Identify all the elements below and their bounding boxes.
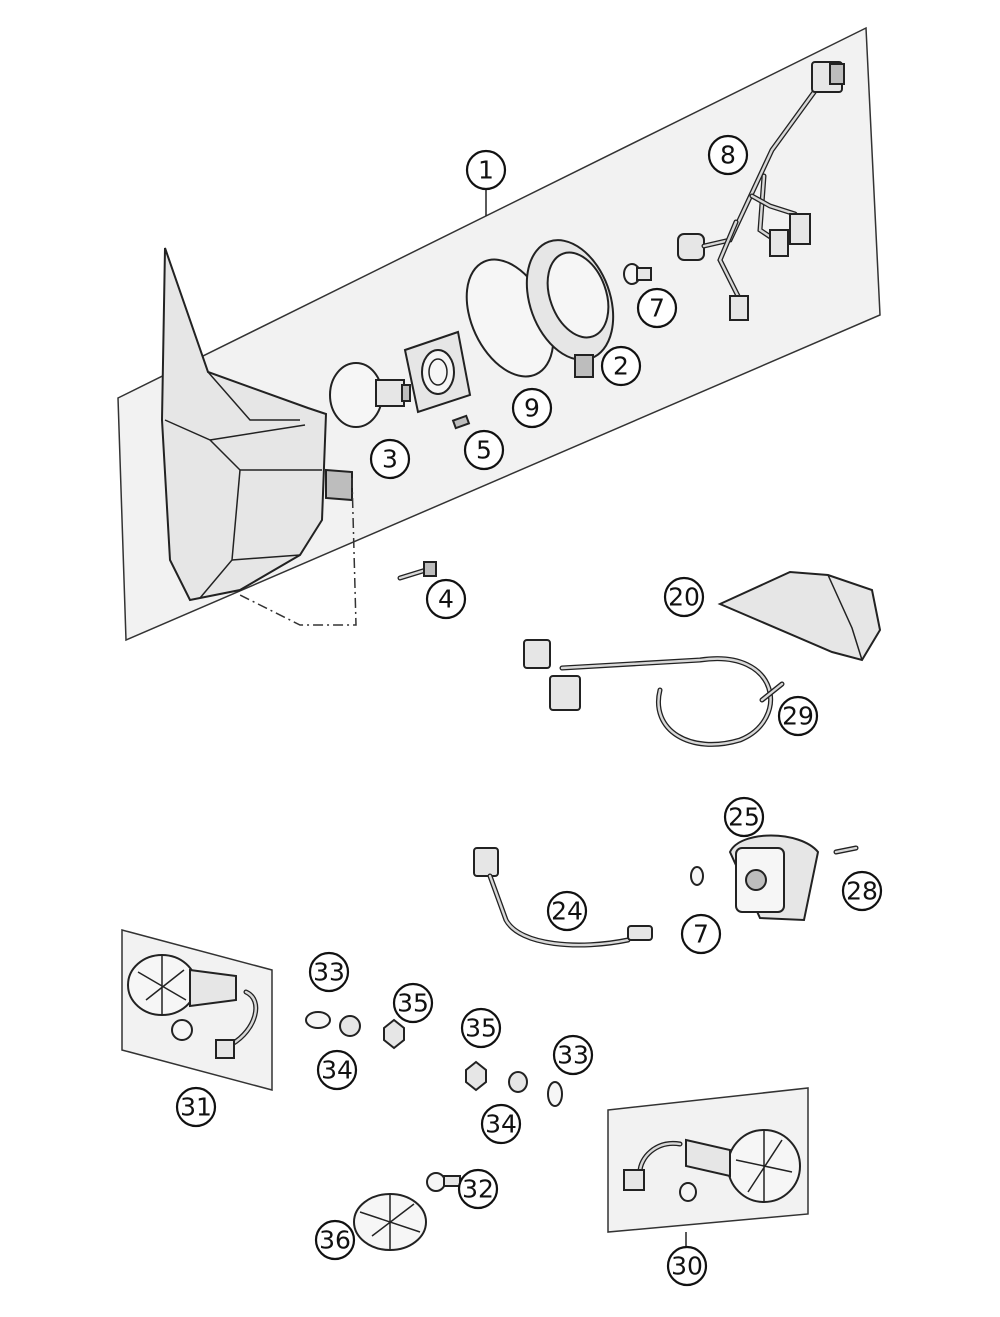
headlight-screw bbox=[397, 561, 437, 581]
callout-8: 8 bbox=[707, 134, 749, 176]
reflector-housing bbox=[525, 239, 615, 378]
callout-7: 7 bbox=[636, 287, 678, 329]
svg-text:20: 20 bbox=[668, 583, 700, 612]
svg-text:36: 36 bbox=[319, 1226, 351, 1255]
svg-text:31: 31 bbox=[180, 1093, 212, 1122]
callout-3: 3 bbox=[369, 438, 411, 480]
callout-30: 30 bbox=[666, 1245, 708, 1287]
lock-washer bbox=[508, 1071, 528, 1093]
svg-text:3: 3 bbox=[382, 445, 398, 474]
tail-light-screw bbox=[833, 845, 859, 855]
svg-text:32: 32 bbox=[462, 1175, 494, 1204]
svg-text:5: 5 bbox=[476, 436, 492, 465]
svg-text:9: 9 bbox=[524, 394, 540, 423]
callout-36: 36 bbox=[314, 1219, 356, 1261]
svg-text:8: 8 bbox=[720, 141, 736, 170]
turn-signal-bulb bbox=[426, 1172, 461, 1192]
number-plate-screw bbox=[759, 681, 785, 703]
svg-text:33: 33 bbox=[557, 1041, 589, 1070]
callout-4: 4 bbox=[425, 578, 467, 620]
callout-29: 29 bbox=[777, 695, 819, 737]
washer bbox=[305, 1011, 331, 1029]
bulb-holder bbox=[403, 330, 472, 414]
headlight-bulb bbox=[329, 362, 411, 428]
svg-text:29: 29 bbox=[782, 702, 814, 731]
clip bbox=[451, 414, 471, 430]
svg-text:35: 35 bbox=[397, 989, 429, 1018]
svg-text:7: 7 bbox=[693, 920, 709, 949]
callout-34-left: 34 bbox=[316, 1049, 358, 1091]
callout-31: 31 bbox=[175, 1086, 217, 1128]
svg-text:7: 7 bbox=[649, 294, 665, 323]
mounting-guide-line bbox=[239, 477, 357, 626]
left-turn-signal bbox=[127, 954, 259, 1059]
svg-text:34: 34 bbox=[321, 1056, 353, 1085]
svg-text:34: 34 bbox=[485, 1110, 517, 1139]
svg-text:4: 4 bbox=[438, 585, 454, 614]
callout-9: 9 bbox=[511, 387, 553, 429]
headlight-wiring-harness bbox=[677, 61, 845, 321]
svg-text:25: 25 bbox=[728, 803, 760, 832]
callout-28: 28 bbox=[841, 870, 883, 912]
callout-24: 24 bbox=[546, 890, 588, 932]
tail-light-cable bbox=[473, 847, 653, 948]
svg-text:35: 35 bbox=[465, 1014, 497, 1043]
lock-washer bbox=[339, 1015, 361, 1037]
svg-text:33: 33 bbox=[313, 958, 345, 987]
washer bbox=[547, 1081, 563, 1107]
callout-25: 25 bbox=[723, 796, 765, 838]
callout-20: 20 bbox=[663, 576, 705, 618]
nut bbox=[383, 1018, 405, 1050]
svg-text:28: 28 bbox=[846, 877, 878, 906]
svg-text:2: 2 bbox=[613, 352, 629, 381]
callout-1: 1 bbox=[465, 149, 507, 191]
callout-2: 2 bbox=[600, 345, 642, 387]
svg-text:1: 1 bbox=[478, 156, 494, 185]
right-turn-signal bbox=[623, 1129, 801, 1203]
headlight-mask bbox=[160, 247, 353, 602]
svg-text:30: 30 bbox=[671, 1252, 703, 1281]
callout-34-right: 34 bbox=[480, 1103, 522, 1145]
callout-5: 5 bbox=[463, 429, 505, 471]
svg-text:24: 24 bbox=[551, 897, 583, 926]
front-number-plate bbox=[717, 570, 882, 662]
nut bbox=[465, 1060, 487, 1092]
callout-32: 32 bbox=[457, 1168, 499, 1210]
callout-33-left: 33 bbox=[308, 951, 350, 993]
callout-33-right: 33 bbox=[552, 1034, 594, 1076]
number-plate-wiring bbox=[523, 639, 774, 747]
turn-signal-lens bbox=[353, 1193, 427, 1251]
callout-7-tail: 7 bbox=[680, 913, 722, 955]
callout-35-right: 35 bbox=[460, 1007, 502, 1049]
callout-35-left: 35 bbox=[392, 982, 434, 1024]
parking-bulb bbox=[623, 263, 652, 285]
tail-light-bulb bbox=[690, 866, 704, 886]
tail-light bbox=[728, 834, 820, 922]
